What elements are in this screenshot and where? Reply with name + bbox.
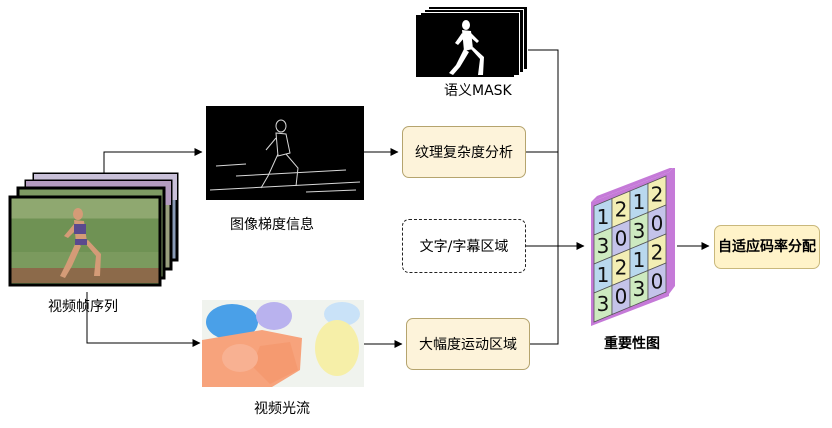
map-cell-value: 1	[597, 205, 610, 229]
arrow-frames-to-flow	[86, 292, 201, 347]
map-cell-value: 2	[615, 255, 628, 279]
map-cell-value: 0	[615, 226, 628, 250]
semantic-mask-stack	[416, 6, 528, 78]
map-cell-value: 3	[633, 219, 646, 243]
gradient-label: 图像梯度信息	[230, 217, 314, 233]
map-cell-value: 3	[597, 234, 610, 258]
video-frames-image	[8, 172, 179, 287]
map-side-edge	[669, 168, 675, 294]
line-motion	[530, 246, 559, 345]
map-cell-value: 2	[651, 182, 664, 206]
map-cell-value: 2	[651, 240, 664, 264]
map-cell-value: 0	[651, 211, 664, 235]
texture-analysis-box: 纹理复杂度分析	[402, 126, 526, 178]
map-cell-value: 1	[633, 248, 646, 272]
mask-frame-front	[416, 15, 514, 77]
importance-map-label: 重要性图	[604, 336, 660, 352]
map-cell-value: 0	[651, 269, 664, 293]
map-cell-value: 1	[597, 263, 610, 287]
texture-analysis-label: 纹理复杂度分析	[415, 145, 513, 161]
optical-flow-label: 视频光流	[254, 401, 310, 417]
map-cell-value: 3	[633, 277, 646, 301]
gradient-image	[206, 106, 364, 200]
motion-region-box: 大幅度运动区域	[406, 318, 530, 370]
map-cell-value: 3	[597, 292, 610, 316]
adaptive-bitrate-label: 自适应码率分配	[718, 239, 816, 255]
optical-flow-image	[202, 300, 364, 387]
map-top-edge	[591, 168, 673, 202]
text-region-box: 文字/字幕区域	[402, 219, 526, 273]
runner-silhouette-mask	[449, 20, 484, 75]
adaptive-bitrate-box: 自适应码率分配	[714, 225, 820, 269]
arrow-frames-to-gradient	[103, 148, 203, 176]
map-cell-value: 2	[615, 197, 628, 221]
video-frames-label: 视频帧序列	[48, 299, 118, 315]
line-mask	[526, 49, 559, 246]
text-region-label: 文字/字幕区域	[419, 239, 509, 255]
map-cell	[647, 262, 667, 301]
map-cell-value: 0	[615, 284, 628, 308]
video-frames-stack	[8, 172, 180, 288]
semantic-mask-label: 语义MASK	[444, 83, 512, 99]
map-cell-value: 1	[633, 190, 646, 214]
motion-region-label: 大幅度运动区域	[419, 337, 517, 353]
